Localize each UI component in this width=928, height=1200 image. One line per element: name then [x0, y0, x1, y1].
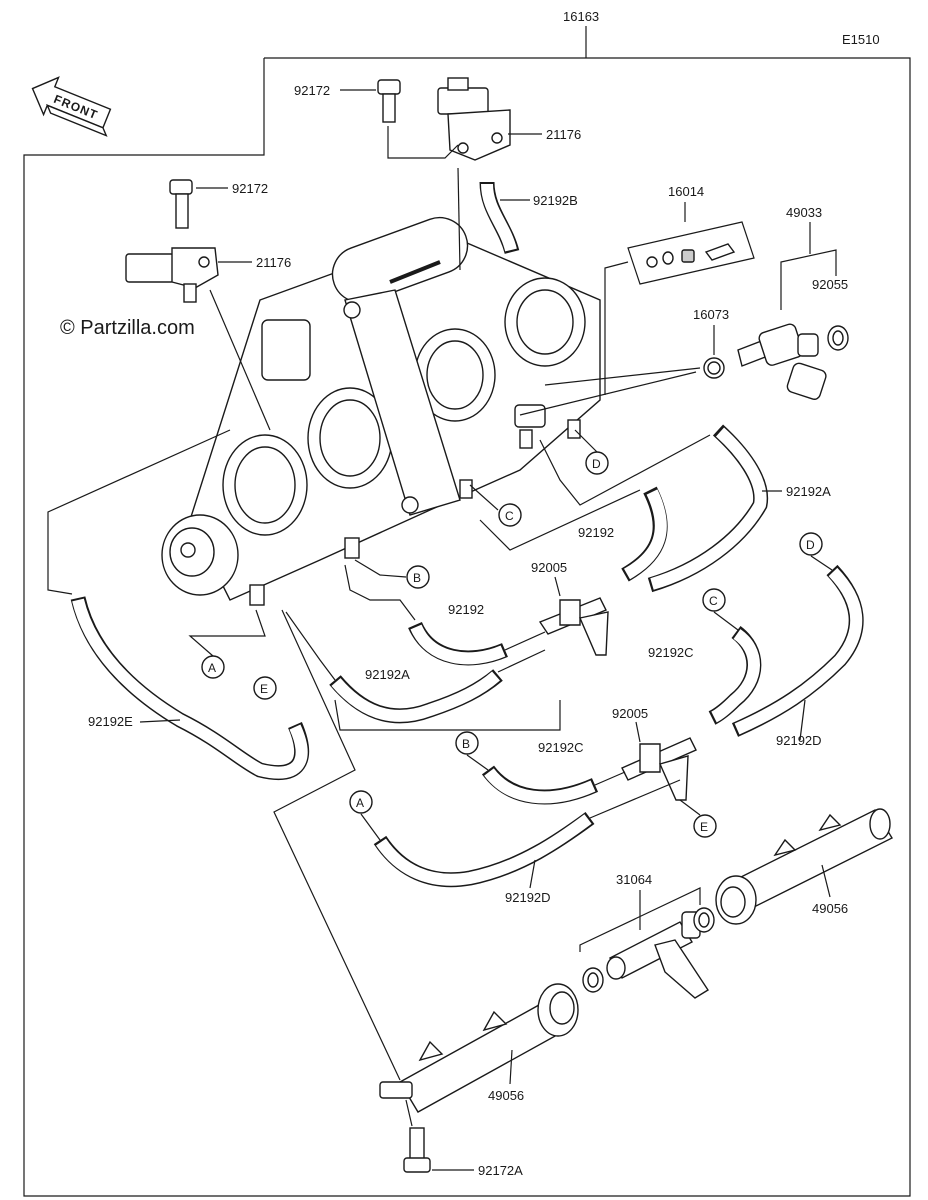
throttle-body-assembly[interactable] — [161, 210, 601, 606]
fuel-pipe-49056-left[interactable] — [379, 983, 579, 1113]
callout-d-upper-text: D — [592, 457, 601, 471]
callout-c-upper — [498, 503, 522, 527]
callout-d-lower-text: D — [806, 538, 815, 552]
label-92172-left[interactable]: 92172 — [232, 181, 268, 196]
label-31064[interactable]: 31064 — [616, 872, 652, 887]
label-49056-left[interactable]: 49056 — [488, 1088, 524, 1103]
label-16014[interactable]: 16014 — [668, 184, 704, 199]
callout-e-lower — [693, 814, 717, 838]
callout-b-upper-text: B — [413, 571, 421, 585]
joint-92005-upper[interactable] — [538, 597, 609, 656]
screw-92172-top[interactable] — [377, 79, 401, 123]
injector-49033[interactable] — [737, 323, 827, 401]
sensor-21176-left[interactable] — [125, 247, 219, 303]
label-92192A-lower[interactable]: 92192A — [365, 667, 410, 682]
label-21176-left[interactable]: 21176 — [256, 255, 291, 270]
label-92172-top[interactable]: 92172 — [294, 83, 330, 98]
callout-c-lower — [702, 588, 726, 612]
label-92192C-left[interactable]: 92192C — [538, 740, 584, 755]
callout-c-upper-text: C — [505, 509, 514, 523]
label-92192D-lower[interactable]: 92192D — [505, 890, 551, 905]
label-92192-lower[interactable]: 92192 — [448, 602, 484, 617]
label-92005-upper[interactable]: 92005 — [531, 560, 567, 575]
label-92055[interactable]: 92055 — [812, 277, 848, 292]
assembly-frame — [23, 57, 911, 1197]
callout-b-upper — [406, 565, 430, 589]
diagram-code: E1510 — [842, 32, 880, 47]
label-92192B[interactable]: 92192B — [533, 193, 578, 208]
joint-31064[interactable] — [582, 907, 715, 999]
label-92192D-right[interactable]: 92192D — [776, 733, 822, 748]
kit-16014-frame — [627, 221, 755, 285]
callout-b-lower — [455, 731, 479, 755]
label-16163[interactable]: 16163 — [563, 9, 599, 24]
label-49033[interactable]: 49033 — [786, 205, 822, 220]
label-16073[interactable]: 16073 — [693, 307, 729, 322]
screw-92172A[interactable] — [403, 1127, 431, 1173]
label-92172A[interactable]: 92172A — [478, 1163, 523, 1178]
callout-e-lower-text: E — [700, 820, 708, 834]
callout-e-upper — [253, 676, 277, 700]
kit-16014-parts[interactable] — [646, 243, 736, 268]
watermark: © Partzilla.com — [60, 317, 195, 339]
callout-e-upper-text: E — [260, 682, 268, 696]
fuel-pipe-49056-right[interactable] — [715, 808, 893, 925]
callout-b-lower-text: B — [462, 737, 470, 751]
sensor-21176-top[interactable] — [437, 77, 511, 161]
screw-92172-left[interactable] — [169, 179, 193, 229]
label-92192E[interactable]: 92192E — [88, 714, 133, 729]
callout-a-lower-text: A — [356, 796, 364, 810]
callout-d-lower — [799, 532, 823, 556]
callout-c-lower-text: C — [709, 594, 718, 608]
label-92192-upper[interactable]: 92192 — [578, 525, 614, 540]
joint-92005-lower[interactable] — [621, 737, 697, 801]
label-92192C-right[interactable]: 92192C — [648, 645, 694, 660]
callout-a-upper-text: A — [208, 661, 216, 675]
label-49056-right[interactable]: 49056 — [812, 901, 848, 916]
front-arrow-icon: FRONT — [31, 76, 112, 137]
label-92005-lower[interactable]: 92005 — [612, 706, 648, 721]
label-21176-top[interactable]: 21176 — [546, 127, 581, 142]
label-92192A-upper[interactable]: 92192A — [786, 484, 831, 499]
callout-a-lower — [349, 790, 373, 814]
